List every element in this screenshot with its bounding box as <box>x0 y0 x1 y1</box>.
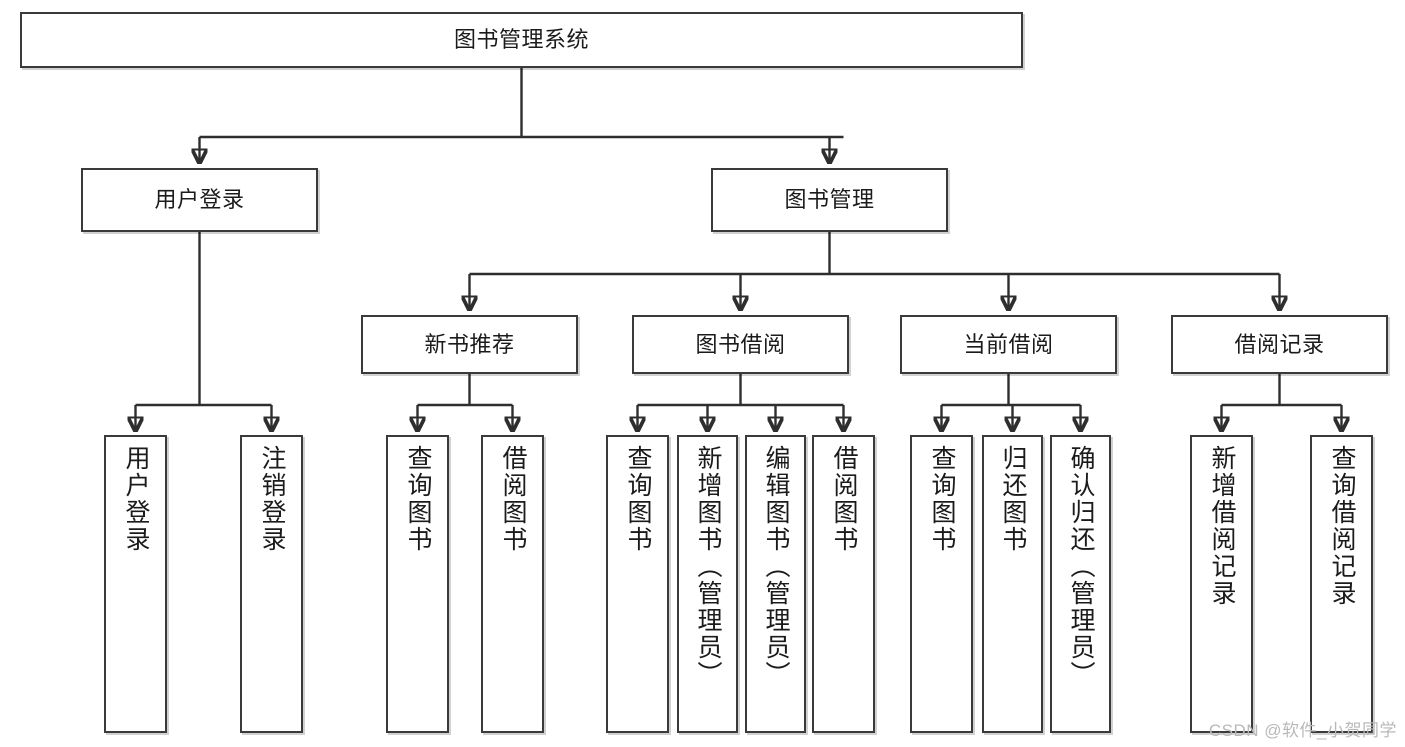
watermark: CSDN @软件_小贺同学 <box>1208 721 1397 740</box>
node-label: 新增图书（管理员） <box>694 445 722 688</box>
leaf-query-books-current[interactable]: 查询图书 <box>910 435 973 733</box>
node-book-borrowing[interactable]: 图书借阅 <box>632 315 849 374</box>
node-label: 归还图书 <box>999 445 1027 553</box>
leaf-return-books[interactable]: 归还图书 <box>982 435 1043 733</box>
leaf-query-borrowing-record[interactable]: 查询借阅记录 <box>1310 435 1373 733</box>
node-label: 查询图书 <box>928 445 956 553</box>
node-label: 注销登录 <box>258 445 286 553</box>
leaf-borrow-books-recommendation[interactable]: 借阅图书 <box>481 435 544 733</box>
node-label: 当前借阅 <box>963 331 1054 357</box>
leaf-add-book-admin[interactable]: 新增图书（管理员） <box>677 435 738 733</box>
node-borrowing-records[interactable]: 借阅记录 <box>1171 315 1388 374</box>
node-label: 图书管理系统 <box>453 27 589 53</box>
leaf-query-books-borrowing[interactable]: 查询图书 <box>606 435 669 733</box>
node-label: 图书借阅 <box>695 331 786 357</box>
leaf-logout[interactable]: 注销登录 <box>240 435 303 733</box>
node-new-book-recommendation[interactable]: 新书推荐 <box>361 315 578 374</box>
node-label: 查询借阅记录 <box>1328 445 1356 607</box>
node-label: 查询图书 <box>404 445 432 553</box>
node-label: 编辑图书（管理员） <box>762 445 790 688</box>
node-label: 新增借阅记录 <box>1208 445 1236 607</box>
leaf-confirm-return-admin[interactable]: 确认归还（管理员） <box>1050 435 1111 733</box>
node-label: 用户登录 <box>154 187 245 213</box>
leaf-borrow-books-borrowing[interactable]: 借阅图书 <box>812 435 875 733</box>
leaf-user-login[interactable]: 用户登录 <box>104 435 167 733</box>
node-root-book-management-system[interactable]: 图书管理系统 <box>20 12 1023 68</box>
node-label: 用户登录 <box>122 445 150 553</box>
leaf-add-borrowing-record[interactable]: 新增借阅记录 <box>1190 435 1253 733</box>
node-label: 确认归还（管理员） <box>1067 445 1095 688</box>
node-label: 借阅图书 <box>499 445 527 553</box>
leaf-query-books-recommendation[interactable]: 查询图书 <box>386 435 449 733</box>
node-current-borrowing[interactable]: 当前借阅 <box>900 315 1117 374</box>
node-label: 新书推荐 <box>424 331 515 357</box>
node-label: 查询图书 <box>624 445 652 553</box>
node-label: 图书管理 <box>784 187 875 213</box>
node-label: 借阅记录 <box>1234 331 1325 357</box>
leaf-edit-book-admin[interactable]: 编辑图书（管理员） <box>745 435 806 733</box>
node-user-login[interactable]: 用户登录 <box>81 168 318 232</box>
node-label: 借阅图书 <box>830 445 858 553</box>
node-book-management[interactable]: 图书管理 <box>711 168 948 232</box>
